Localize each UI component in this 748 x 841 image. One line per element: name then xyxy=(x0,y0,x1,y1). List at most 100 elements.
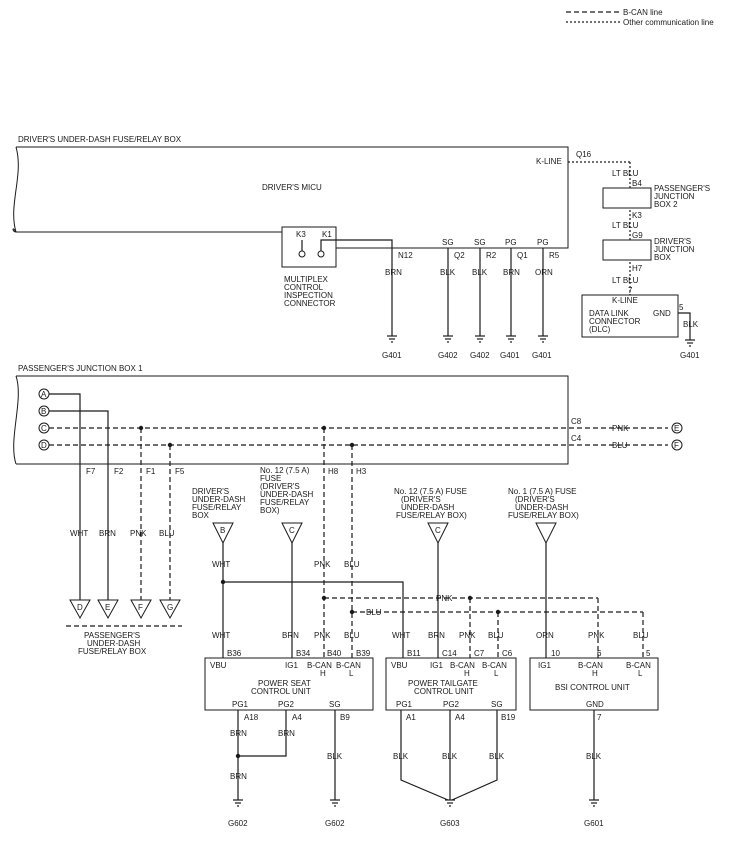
bsi-pins: 10 6 5 xyxy=(551,649,651,658)
fuse-box-title: DRIVER'S UNDER-DASH FUSE/RELAY BOX xyxy=(18,135,182,144)
svg-text:F5: F5 xyxy=(175,467,185,476)
svg-text:ORN: ORN xyxy=(535,268,553,277)
svg-text:G402: G402 xyxy=(470,351,490,360)
micu-label: DRIVER'S MICU xyxy=(262,183,322,192)
svg-text:PNK: PNK xyxy=(314,631,331,640)
djb-box xyxy=(602,239,652,261)
micu-grounds: SG Q2 BLK G402 SG R2 BLK G402 PG Q1 BRN … xyxy=(438,238,560,360)
svg-text:BOX 2: BOX 2 xyxy=(654,200,678,209)
ground-g602a xyxy=(233,799,243,807)
ltblu-3: LT BLU xyxy=(612,276,639,285)
psu-box xyxy=(204,657,374,711)
g602a: G602 xyxy=(228,819,248,828)
dlc-blk: BLK xyxy=(683,320,699,329)
svg-text:CONNECTOR: CONNECTOR xyxy=(589,317,641,326)
legend-bcan: B-CAN line xyxy=(623,8,663,17)
ptu-blk-1: BLK xyxy=(393,752,409,761)
svg-text:A: A xyxy=(41,390,47,399)
svg-text:D: D xyxy=(77,603,83,612)
pin-n12: N12 xyxy=(398,251,413,260)
svg-text:PG2: PG2 xyxy=(443,700,460,709)
svg-text:No. 1 (7.5 A) FUSE: No. 1 (7.5 A) FUSE xyxy=(508,487,576,496)
connector-b xyxy=(212,522,234,545)
svg-text:5: 5 xyxy=(646,649,651,658)
pjb1-c4: C4 xyxy=(571,434,582,443)
svg-text:POWER TAILGATE: POWER TAILGATE xyxy=(408,679,478,688)
svg-text:PG1: PG1 xyxy=(232,700,249,709)
src-a-label: No. 1 (7.5 A) FUSE (DRIVER'S UNDER-DASH … xyxy=(508,487,579,520)
svg-text:FUSE/RELAY BOX): FUSE/RELAY BOX) xyxy=(396,511,467,520)
bsi-wire-labels: ORN PNK BLU xyxy=(536,631,649,640)
wht-b: WHT xyxy=(212,560,230,569)
svg-text:WHT: WHT xyxy=(70,529,88,538)
svg-text:PASSENGER'S: PASSENGER'S xyxy=(84,631,140,640)
svg-text:IG1: IG1 xyxy=(285,661,298,670)
pin-k3-pjb2: K3 xyxy=(632,211,642,220)
svg-text:BLU: BLU xyxy=(488,631,504,640)
svg-text:SG: SG xyxy=(491,700,503,709)
svg-text:B-CAN: B-CAN xyxy=(626,661,651,670)
svg-text:H: H xyxy=(592,669,598,678)
svg-text:(DRIVER'S: (DRIVER'S xyxy=(260,482,300,491)
svg-text:POWER SEAT: POWER SEAT xyxy=(258,679,311,688)
ptu-bottom: PG1 PG2 SG A1 A4 B19 xyxy=(396,700,516,722)
connector-b-label: B xyxy=(220,526,225,535)
svg-text:BRN: BRN xyxy=(99,529,116,538)
pin-g9: G9 xyxy=(632,231,643,240)
n12-gnd: G401 xyxy=(382,351,402,360)
dlc-box xyxy=(581,294,679,338)
svg-text:PG2: PG2 xyxy=(278,700,295,709)
svg-text:BOX: BOX xyxy=(192,511,210,520)
svg-text:G402: G402 xyxy=(438,351,458,360)
ptu-pins: B11 C14 C7 C6 xyxy=(407,649,513,658)
src-b-label: DRIVER'S UNDER-DASH FUSE/RELAY BOX xyxy=(192,487,246,520)
svg-text:G401: G401 xyxy=(532,351,552,360)
pjb1-pins: F7 F2 F1 F5 H8 H3 xyxy=(86,467,367,476)
svg-text:PNK: PNK xyxy=(459,631,476,640)
svg-text:BRN: BRN xyxy=(503,268,520,277)
svg-text:B11: B11 xyxy=(407,649,421,658)
svg-text:L: L xyxy=(638,669,643,678)
svg-text:C7: C7 xyxy=(474,649,485,658)
psu-blk: BLK xyxy=(327,752,343,761)
svg-text:PG1: PG1 xyxy=(396,700,413,709)
svg-text:SG: SG xyxy=(329,700,341,709)
svg-text:A1: A1 xyxy=(406,713,416,722)
micu-box xyxy=(13,146,569,249)
psu-brn-3: BRN xyxy=(230,772,247,781)
svg-text:FUSE: FUSE xyxy=(260,474,281,483)
bsi-gnd: GND xyxy=(586,700,604,709)
bsi-pin7: 7 xyxy=(597,713,602,722)
psu-name: POWER SEAT CONTROL UNIT xyxy=(251,679,311,696)
pin-7: 7 xyxy=(628,286,633,295)
ptu-box xyxy=(385,657,517,711)
ptu-terms: VBU IG1 B-CAN B-CAN H L xyxy=(391,661,507,678)
svg-text:B-CAN: B-CAN xyxy=(336,661,361,670)
bsi-box xyxy=(529,657,659,711)
svg-text:BLK: BLK xyxy=(440,268,456,277)
connector-c-label: C xyxy=(289,526,295,535)
svg-text:PASSENGER'S: PASSENGER'S xyxy=(654,184,710,193)
svg-text:B36: B36 xyxy=(227,649,242,658)
svg-text:D: D xyxy=(41,441,47,450)
bsi-name: BSI CONTROL UNIT xyxy=(555,683,630,692)
svg-text:A4: A4 xyxy=(292,713,302,722)
svg-text:BLK: BLK xyxy=(472,268,488,277)
n12-wire: BRN xyxy=(385,268,402,277)
svg-text:B9: B9 xyxy=(340,713,350,722)
ltblu-1: LT BLU xyxy=(612,169,639,178)
ptu-blk-3: BLK xyxy=(489,752,505,761)
svg-text:F1: F1 xyxy=(146,467,156,476)
connector-c2-label: C xyxy=(435,526,441,535)
svg-text:DATA LINK: DATA LINK xyxy=(589,309,629,318)
psu-brn-1: BRN xyxy=(230,729,247,738)
svg-text:BRN: BRN xyxy=(428,631,445,640)
svg-text:Q2: Q2 xyxy=(454,251,465,260)
svg-text:G401: G401 xyxy=(500,351,520,360)
psu-brn-2: BRN xyxy=(278,729,295,738)
svg-text:B-CAN: B-CAN xyxy=(450,661,475,670)
svg-text:PG: PG xyxy=(537,238,549,247)
svg-text:No. 12 (7.5 A) FUSE: No. 12 (7.5 A) FUSE xyxy=(394,487,467,496)
svg-text:SG: SG xyxy=(442,238,454,247)
svg-text:CONTROL UNIT: CONTROL UNIT xyxy=(251,687,311,696)
